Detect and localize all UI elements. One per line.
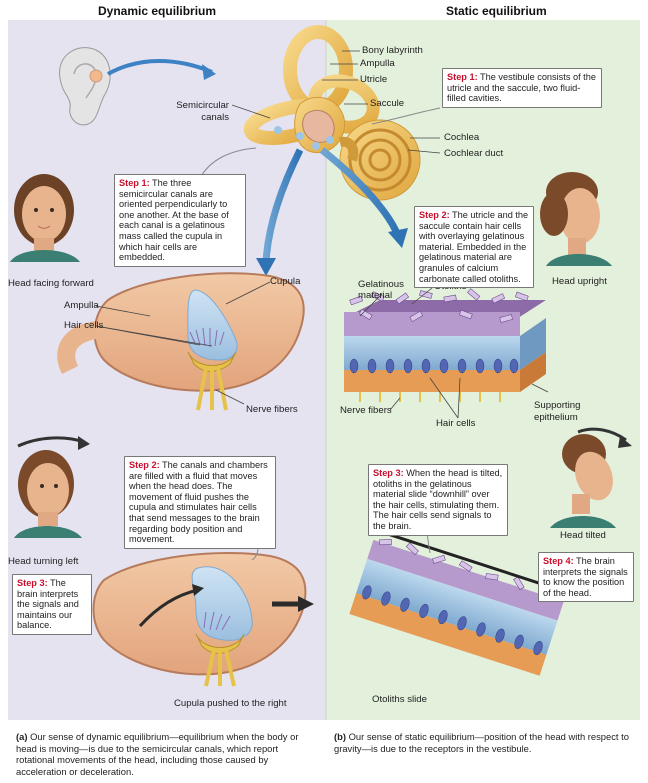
caption-marker: (a) <box>16 731 28 742</box>
label-head-turning-left: Head turning left <box>8 556 79 567</box>
step-label: Step 2: <box>129 460 160 470</box>
label-saccule: Saccule <box>370 98 405 109</box>
step-label: Step 3: <box>373 468 404 478</box>
callout-text: The brain interprets the signals and mai… <box>17 578 79 631</box>
step-label: Step 4: <box>543 556 574 566</box>
ear-arrow <box>107 59 213 76</box>
label-gelatinous-material: Gelatinous material <box>358 279 404 301</box>
labyrinth-leaders <box>231 50 441 154</box>
label-head-facing-forward: Head facing forward <box>8 278 94 289</box>
step-label: Step 3: <box>17 578 48 588</box>
callout-text: The three semicircular canals are orient… <box>119 178 229 263</box>
label-nerve-fibers-dynamic: Nerve fibers <box>246 404 298 415</box>
caption-text: Our sense of dynamic equilibrium—equilib… <box>16 731 299 777</box>
dynamic-equilibrium-heading: Dynamic equilibrium <box>98 4 217 18</box>
callout-text: The utricle and the saccule contain hair… <box>419 210 529 284</box>
rotation-arrow-static <box>577 427 627 442</box>
callout-static-step-4: Step 4: The brain interprets the signals… <box>538 552 634 603</box>
callout-text: The canals and chambers are filled with … <box>129 460 268 545</box>
caption-static: (b) Our sense of static equilibrium—posi… <box>334 731 634 754</box>
step-label: Step 1: <box>119 178 150 188</box>
outer-ear-drawing <box>59 47 111 126</box>
label-semicircular-canals: Semicircular canals <box>176 100 229 123</box>
callout-dynamic-step-2: Step 2: The canals and chambers are fill… <box>124 456 276 549</box>
callout-dynamic-step-1: Step 1: The three semicircular canals ar… <box>114 174 246 267</box>
head-turning-left <box>14 450 82 538</box>
arrow-to-utricle <box>319 147 402 238</box>
static-equilibrium-heading: Static equilibrium <box>446 4 547 18</box>
label-hair-cells-static: Hair cells <box>436 418 476 429</box>
head-facing-forward <box>10 174 80 262</box>
callout-dynamic-step-3: Step 3: The brain interprets the signals… <box>12 574 92 635</box>
label-cochlea: Cochlea <box>444 132 480 143</box>
label-head-tilted: Head tilted <box>560 530 606 541</box>
label-otoliths-slide: Otoliths slide <box>372 694 427 705</box>
label-utricle: Utricle <box>360 74 388 85</box>
label-bony-labyrinth: Bony labyrinth <box>362 45 423 56</box>
callout-text: When the head is tilted, otoliths in the… <box>373 468 503 531</box>
label-ampulla-top: Ampulla <box>360 58 395 69</box>
label-cupula: Cupula <box>270 276 301 287</box>
head-upright <box>540 172 612 266</box>
arrow-to-ampulla <box>262 148 304 263</box>
callout-static-step-1: Step 1: The vestibule consists of the ut… <box>442 68 602 108</box>
callout-text: The brain interprets the signals to know… <box>543 556 628 598</box>
label-nerve-fibers-static: Nerve fibers <box>340 405 392 416</box>
caption-dynamic: (a) Our sense of dynamic equilibrium—equ… <box>16 731 316 777</box>
ampulla-diagram <box>57 272 305 411</box>
cupula-pushed-diagram <box>92 552 307 687</box>
label-supporting-epithelium: Supporting epithelium <box>534 400 581 423</box>
caption-text: Our sense of static equilibrium—position… <box>334 731 629 754</box>
macula-tilted-diagram <box>349 532 564 676</box>
step-label: Step 2: <box>419 210 450 220</box>
head-tilted <box>550 434 616 528</box>
callout-static-step-3: Step 3: When the head is tilted, otolith… <box>368 464 508 536</box>
label-head-upright: Head upright <box>552 276 607 287</box>
caption-marker: (b) <box>334 731 346 742</box>
ampulla-leaders <box>95 281 271 405</box>
macula-upright-diagram <box>344 288 546 402</box>
macula-leaders <box>359 287 549 419</box>
step-label: Step 1: <box>447 72 478 82</box>
label-ampulla: Ampulla <box>64 300 99 311</box>
callout-static-step-2: Step 2: The utricle and the saccule cont… <box>414 206 534 289</box>
callout-text: The vestibule consists of the utricle an… <box>447 72 596 104</box>
label-hair-cells-dynamic: Hair cells <box>64 320 104 331</box>
label-cochlear-duct: Cochlear duct <box>444 148 504 159</box>
label-cupula-pushed: Cupula pushed to the right <box>174 698 287 709</box>
